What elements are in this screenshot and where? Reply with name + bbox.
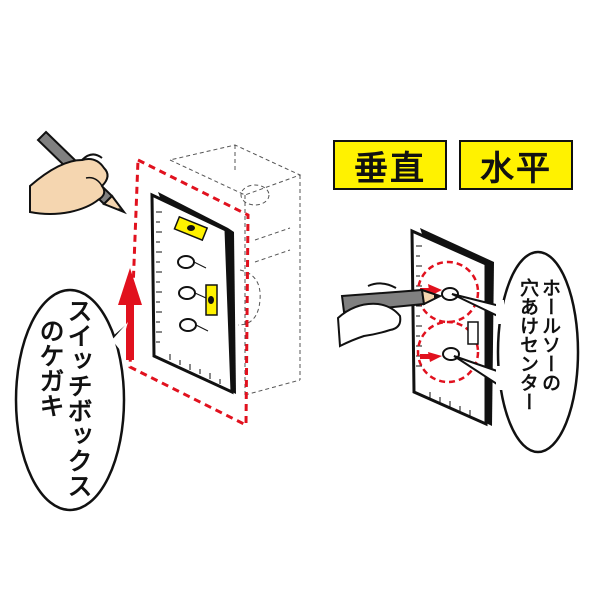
ruler-ticks-left bbox=[156, 211, 221, 384]
level-bubble-top bbox=[187, 225, 195, 231]
label-horizontal: 水平 bbox=[459, 140, 573, 190]
guide-holes-left bbox=[177, 255, 197, 332]
speech-bubble-left bbox=[14, 288, 128, 512]
hand-pencil-right bbox=[336, 282, 443, 348]
bubble-left-text-line1: スイッチボックス bbox=[64, 298, 93, 498]
ruler-ticks-right bbox=[416, 245, 471, 416]
label-vertical: 垂直 bbox=[333, 140, 447, 190]
level-bubble-side bbox=[208, 296, 214, 304]
bubble-left-text-line2: のケガキ bbox=[36, 318, 65, 418]
bubble-right-text-line2: 穴あけセンター bbox=[517, 278, 539, 411]
hand-pencil-left bbox=[29, 130, 127, 215]
guide-holes-crosslines-left bbox=[193, 261, 209, 332]
speech-bubble-right bbox=[451, 250, 580, 454]
level-plate-right bbox=[410, 228, 488, 427]
level-vial-right bbox=[467, 321, 479, 345]
up-arrow bbox=[118, 268, 142, 360]
bubble-right-text-line1: ホールソーの bbox=[539, 278, 561, 392]
